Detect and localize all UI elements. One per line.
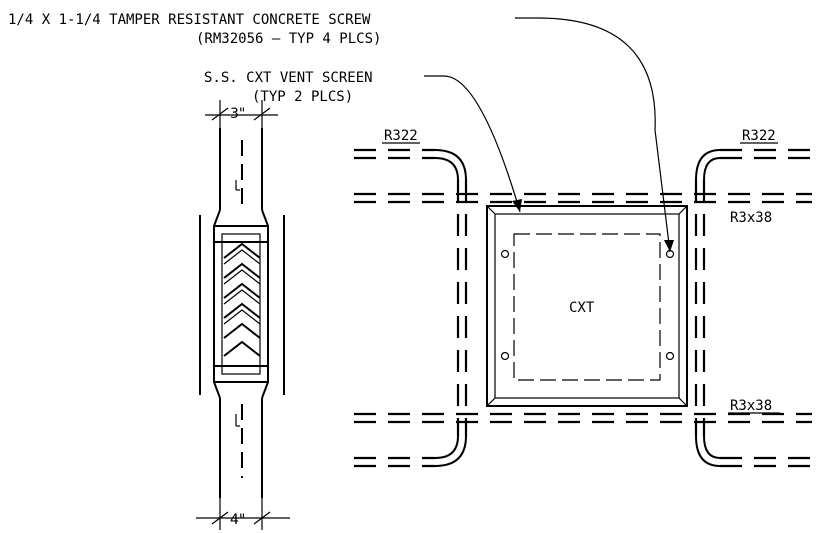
- rebar-label-mid-lower: R3x38: [730, 398, 772, 414]
- rebar-label-top-right: R322: [742, 128, 776, 144]
- plan-view: R322 R322 R3x38 R3x38 CXT: [354, 128, 812, 468]
- screw-callout-line2: (RM32056 – TYP 4 PLCS): [196, 31, 381, 47]
- screw-top-left: [500, 249, 510, 259]
- screw-callout-line1: 1/4 X 1-1/4 TAMPER RESISTANT CONCRETE SC…: [8, 12, 371, 28]
- screw-bottom-right: [665, 351, 675, 361]
- top-width-dimension: 3": [230, 106, 245, 122]
- screw-bottom-left: [500, 351, 510, 361]
- rebar-label-top-left: R322: [384, 128, 418, 144]
- bottom-width-dimension: 4": [230, 512, 245, 528]
- vent-screen-panel: [513, 233, 661, 381]
- section-view: 3" 4": [196, 100, 290, 530]
- screen-callout-line2: (TYP 2 PLCS): [252, 89, 353, 105]
- rebar-label-mid-upper: R3x38: [730, 210, 772, 226]
- screw-leader: [515, 17, 674, 253]
- screen-leader: [424, 75, 522, 213]
- screen-mark: CXT: [569, 300, 595, 316]
- screen-callout-line1: S.S. CXT VENT SCREEN: [204, 70, 373, 86]
- screw-top-right: [665, 249, 675, 259]
